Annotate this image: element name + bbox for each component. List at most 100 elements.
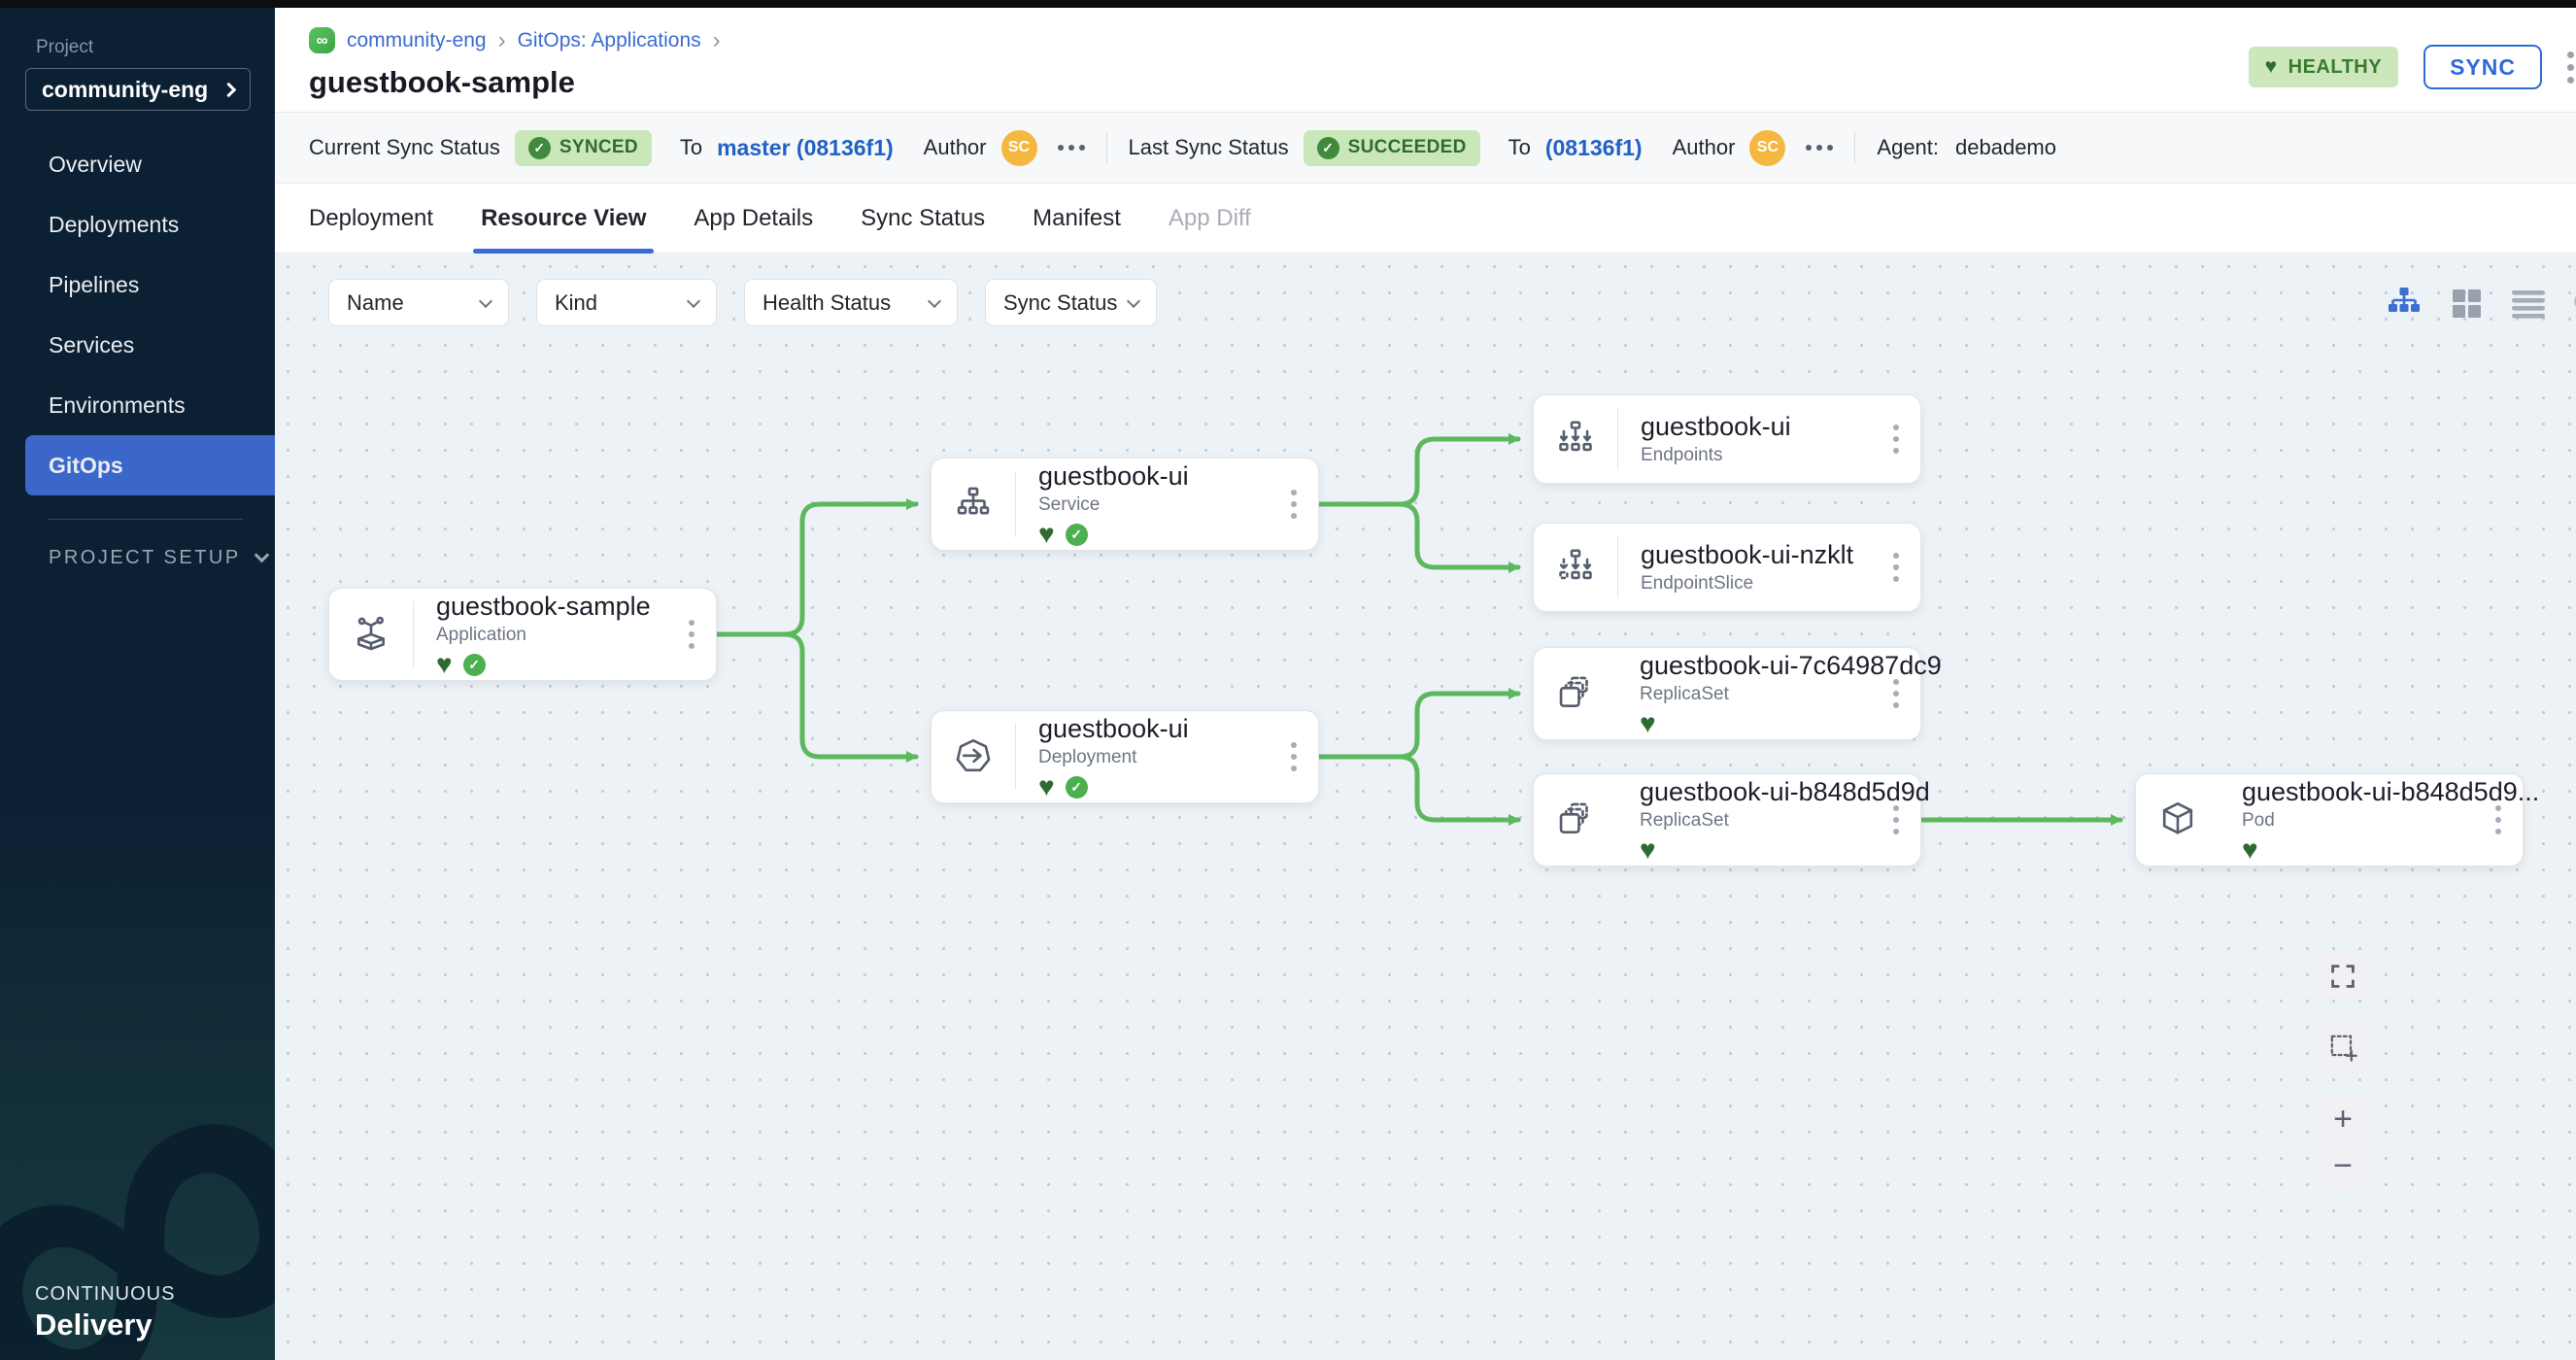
resource-tree-canvas[interactable]: Name Kind Health Status Sync Status <box>275 254 2576 1360</box>
tree-view-icon[interactable] <box>2385 284 2423 323</box>
list-view-icon[interactable] <box>2509 284 2548 323</box>
tab-resource-view[interactable]: Resource View <box>473 184 655 254</box>
page-title: guestbook-sample <box>309 65 575 99</box>
node-endpoints[interactable]: guestbook-ui Endpoints ♥ ✓ <box>1533 394 1921 484</box>
window-top-strip <box>0 0 2576 8</box>
breadcrumb-section-link[interactable]: GitOps: Applications <box>517 28 701 51</box>
filter-label: Health Status <box>763 289 892 315</box>
health-heart-icon: ♥ <box>436 649 453 679</box>
sidebar-item-deployments[interactable]: Deployments <box>0 194 275 255</box>
application-icon <box>329 612 413 657</box>
project-selector[interactable]: community-eng <box>25 68 251 111</box>
node-deployment[interactable]: guestbook-ui Deployment ♥ ✓ <box>931 710 1319 803</box>
resource-name: guestbook-ui <box>1038 461 1189 491</box>
project-setup-toggle[interactable]: PROJECT SETUP <box>0 547 275 569</box>
replicaset-icon <box>1534 798 1617 842</box>
more-details-button[interactable] <box>1806 145 1834 151</box>
chevron-down-icon <box>254 547 269 563</box>
deployment-icon <box>932 734 1015 779</box>
heart-icon: ♥ <box>2264 55 2278 78</box>
filter-name-dropdown[interactable]: Name <box>328 279 509 326</box>
more-details-button[interactable] <box>1057 145 1085 151</box>
node-menu-button[interactable] <box>683 614 700 655</box>
zoom-in-button[interactable]: + <box>2333 1101 2353 1138</box>
synced-badge: ✓ SYNCED <box>514 129 652 166</box>
last-sync-label: Last Sync Status <box>1128 135 1289 159</box>
check-circle-icon: ✓ <box>1316 136 1339 159</box>
node-menu-button[interactable] <box>2490 799 2507 840</box>
check-circle-icon: ✓ <box>527 136 551 159</box>
sidebar-item-pipelines[interactable]: Pipelines <box>0 255 275 315</box>
resource-kind: ReplicaSet <box>1640 684 1729 704</box>
divider <box>1617 536 1618 598</box>
sidebar-item-environments[interactable]: Environments <box>0 375 275 435</box>
filter-health-status-dropdown[interactable]: Health Status <box>744 279 958 326</box>
node-menu-button[interactable] <box>1887 419 1905 459</box>
filter-row: Name Kind Health Status Sync Status <box>328 279 1157 326</box>
health-heart-icon: ♥ <box>1038 519 1055 549</box>
health-heart-icon: ♥ <box>2242 834 2258 865</box>
divider <box>413 601 414 667</box>
last-revision-link[interactable]: (08136f1) <box>1544 134 1643 160</box>
sidebar-item-overview[interactable]: Overview <box>0 134 275 194</box>
tab-sync-status[interactable]: Sync Status <box>861 204 986 231</box>
filter-sync-status-dropdown[interactable]: Sync Status <box>985 279 1157 326</box>
node-service[interactable]: guestbook-ui Service ♥ ✓ <box>931 458 1319 551</box>
agent-label: Agent: <box>1877 135 1940 159</box>
resource-kind: Deployment <box>1038 747 1137 767</box>
sidebar-item-services[interactable]: Services <box>0 315 275 375</box>
divider <box>1105 132 1107 163</box>
current-revision-link[interactable]: master (08136f1) <box>717 134 894 160</box>
author-label: Author <box>923 135 987 159</box>
node-menu-button[interactable] <box>1285 484 1303 525</box>
sidebar-item-label: GitOps <box>49 452 123 478</box>
resource-status: ♥ ✓ <box>1038 773 1318 800</box>
harness-gitops-logo-icon: ∞ <box>309 27 335 53</box>
current-sync-group: Current Sync Status ✓ SYNCED To master (… <box>309 129 1085 166</box>
node-menu-button[interactable] <box>1285 736 1303 777</box>
pod-icon <box>2136 798 2220 842</box>
header-actions: ♥ HEALTHY SYNC <box>2248 45 2574 89</box>
to-label: To <box>679 135 703 159</box>
node-application[interactable]: guestbook-sample Application ♥ ✓ <box>328 588 717 681</box>
breadcrumb: ∞ community-eng › GitOps: Applications › <box>309 27 2576 53</box>
node-pod[interactable]: guestbook-ui-b848d5d9... Pod ♥ ✓ <box>2135 773 2539 867</box>
sync-check-icon: ✓ <box>1065 775 1088 799</box>
chevron-down-icon <box>686 293 701 308</box>
resource-name: guestbook-sample <box>436 592 651 621</box>
filter-label: Sync Status <box>1003 289 1118 315</box>
breadcrumb-separator: › <box>497 26 506 53</box>
author-label: Author <box>1672 135 1736 159</box>
health-status-badge: ♥ HEALTHY <box>2248 47 2399 87</box>
divider <box>1617 408 1618 470</box>
sidebar-item-gitops[interactable]: GitOps <box>25 435 275 495</box>
sidebar-item-label: Services <box>49 331 135 357</box>
author-avatar: SC <box>1749 129 1786 166</box>
tab-manifest[interactable]: Manifest <box>1033 204 1121 231</box>
module-brand: CONTINUOUS Delivery <box>35 1283 175 1343</box>
node-replicaset-2[interactable]: guestbook-ui-b848d5d9d ReplicaSet ♥ ✓ <box>1533 773 1930 867</box>
cloud-network-view-icon[interactable] <box>2571 281 2576 325</box>
sync-status-bar: Current Sync Status ✓ SYNCED To master (… <box>275 112 2576 184</box>
node-endpointslice[interactable]: guestbook-ui-nzklt EndpointSlice ♥ ✓ <box>1533 523 1921 612</box>
more-options-button[interactable] <box>2567 51 2574 84</box>
filter-kind-dropdown[interactable]: Kind <box>536 279 717 326</box>
chevron-down-icon <box>927 293 942 308</box>
resource-name: guestbook-ui <box>1641 412 1791 441</box>
selection-zoom-button[interactable] <box>2318 1025 2368 1070</box>
node-replicaset-1[interactable]: guestbook-ui-7c64987dc9 ReplicaSet ♥ ✓ <box>1533 647 1942 740</box>
fit-to-screen-button[interactable] <box>2318 954 2368 999</box>
node-menu-button[interactable] <box>1887 547 1905 588</box>
zoom-out-button[interactable]: − <box>2333 1147 2353 1184</box>
node-menu-button[interactable] <box>1887 673 1905 714</box>
tab-app-details[interactable]: App Details <box>694 204 814 231</box>
sidebar-divider <box>49 519 243 520</box>
resource-name: guestbook-ui-b848d5d9d <box>1640 777 1930 806</box>
resource-kind: Pod <box>2242 810 2275 831</box>
tab-deployment[interactable]: Deployment <box>309 204 434 231</box>
sync-button[interactable]: SYNC <box>2423 45 2542 89</box>
breadcrumb-project-link[interactable]: community-eng <box>347 28 487 51</box>
node-menu-button[interactable] <box>1887 799 1905 840</box>
succeeded-badge-label: SUCCEEDED <box>1347 137 1467 157</box>
grid-view-icon[interactable] <box>2447 284 2486 323</box>
